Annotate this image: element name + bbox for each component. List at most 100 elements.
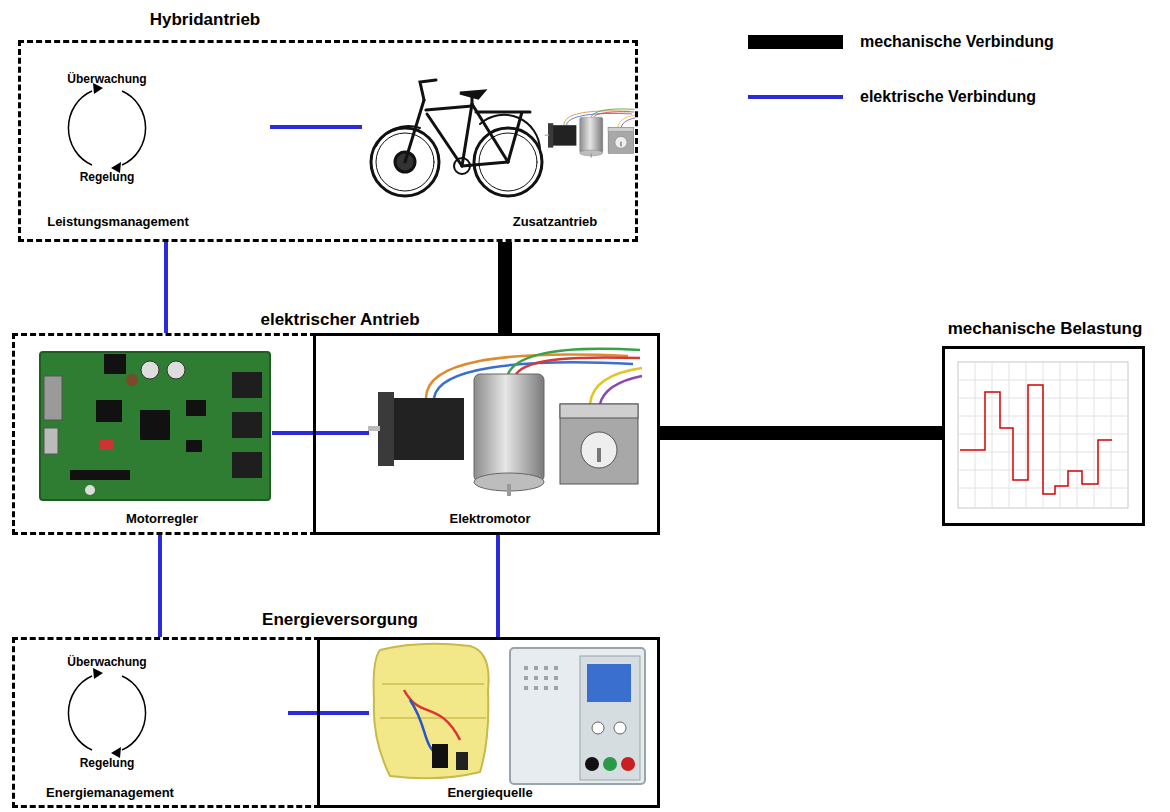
power-supply — [585, 757, 599, 771]
electric-connection — [270, 125, 362, 129]
power-supply — [524, 676, 528, 680]
drive-area: Zusatzantrieb — [362, 48, 632, 236]
load-chart — [958, 362, 1128, 508]
electric-connection — [496, 535, 500, 637]
battery-pack — [404, 690, 460, 740]
power-supply — [580, 656, 640, 780]
power-supply — [534, 666, 538, 670]
mechanical-connection — [498, 242, 512, 333]
power-supply — [524, 666, 558, 690]
legend-label: elektrische Verbindung — [860, 88, 1036, 106]
text-label: Überwachung — [67, 73, 146, 87]
power-supply — [587, 664, 631, 702]
bicycle — [420, 80, 436, 100]
controller-board — [232, 372, 262, 398]
bicycle — [405, 100, 424, 162]
load-chart — [960, 385, 1112, 494]
legend-entry: elektrische Verbindung — [748, 85, 1148, 109]
controller-board — [104, 354, 126, 374]
bicycle — [462, 104, 472, 166]
controller-board — [232, 452, 262, 478]
controller-board — [126, 374, 138, 386]
power-supply — [510, 648, 645, 784]
bicycle — [371, 80, 542, 196]
motor-photo — [368, 349, 642, 496]
text-label: Leistungsmanagement — [47, 215, 189, 230]
group-box: HybridantriebÜberwachungRegelungLeistung… — [18, 40, 638, 242]
battery-pack — [432, 744, 448, 768]
power-supply — [524, 686, 528, 690]
bicycle — [460, 91, 484, 98]
part-name: Hybridantrieb — [150, 10, 261, 30]
bicycle — [462, 162, 508, 166]
text-label: Regelung — [80, 171, 135, 185]
management-area: ÜberwachungRegelungLeistungsmanagement — [28, 62, 270, 237]
part-name: Elektromotor — [450, 512, 531, 527]
power-supply — [544, 666, 548, 670]
controller-board — [40, 352, 270, 500]
text-label: Überwachung — [67, 656, 146, 670]
mechanical-connection — [660, 426, 942, 440]
legend-swatch — [748, 95, 843, 99]
motor-photo — [545, 109, 635, 158]
power-supply — [544, 676, 548, 680]
electric-connection — [164, 242, 168, 333]
bicycle — [376, 126, 420, 146]
battery-pack — [374, 644, 489, 779]
legend-entry: mechanische Verbindung — [748, 30, 1148, 54]
power-supply — [603, 757, 617, 771]
part-name: Zusatzantrieb — [513, 215, 598, 230]
text-label: Regelung — [80, 757, 135, 771]
part-name: mechanische Belastung — [948, 319, 1143, 339]
controller-board — [140, 410, 170, 440]
power-supply — [554, 676, 558, 680]
controller-board — [85, 485, 95, 495]
controller-board — [44, 376, 62, 420]
controller-board — [141, 361, 159, 379]
legend-swatch — [748, 35, 843, 49]
text-label: Energiemanagement — [46, 786, 174, 801]
load-chart — [958, 362, 1128, 508]
power-supply — [544, 686, 548, 690]
legend-sample — [748, 30, 843, 54]
electric-connection — [272, 431, 369, 435]
controller-board — [40, 352, 270, 500]
battery-pack — [456, 752, 468, 770]
bicycle — [426, 106, 472, 110]
control-cycle — [68, 83, 145, 173]
power-supply — [534, 686, 538, 690]
power-supply — [621, 757, 635, 771]
controller-board — [100, 440, 114, 450]
controller-board — [44, 428, 58, 454]
legend-label: mechanische Verbindung — [860, 33, 1054, 51]
part-name: Energiequelle — [447, 786, 532, 801]
section-heading: elektrischer Antrieb — [260, 310, 419, 330]
power-supply — [534, 676, 538, 680]
bicycle — [480, 115, 540, 150]
controller-board — [186, 400, 206, 416]
motor-box: Elektromotor — [313, 333, 660, 535]
control-cycle — [68, 668, 145, 758]
power-supply — [614, 722, 626, 734]
bicycle — [427, 114, 462, 166]
part-name: Motorregler — [126, 512, 198, 527]
power-supply — [510, 648, 645, 784]
load-box: mechanische Belastung — [942, 346, 1145, 526]
controller-board — [70, 470, 130, 480]
controller-board — [96, 400, 122, 422]
controller-box: Motorregler — [12, 333, 316, 535]
management-box: ÜberwachungRegelungEnergiemanagement — [12, 637, 320, 808]
electric-connection — [158, 535, 162, 637]
controller-board — [186, 440, 202, 452]
battery-pack — [374, 644, 489, 779]
legend-sample — [748, 85, 843, 109]
section-heading: Energieversorgung — [262, 610, 418, 630]
power-supply — [554, 686, 558, 690]
power-supply — [554, 666, 558, 670]
power-supply — [524, 666, 528, 670]
electric-connection — [288, 711, 369, 715]
controller-board — [232, 412, 262, 438]
